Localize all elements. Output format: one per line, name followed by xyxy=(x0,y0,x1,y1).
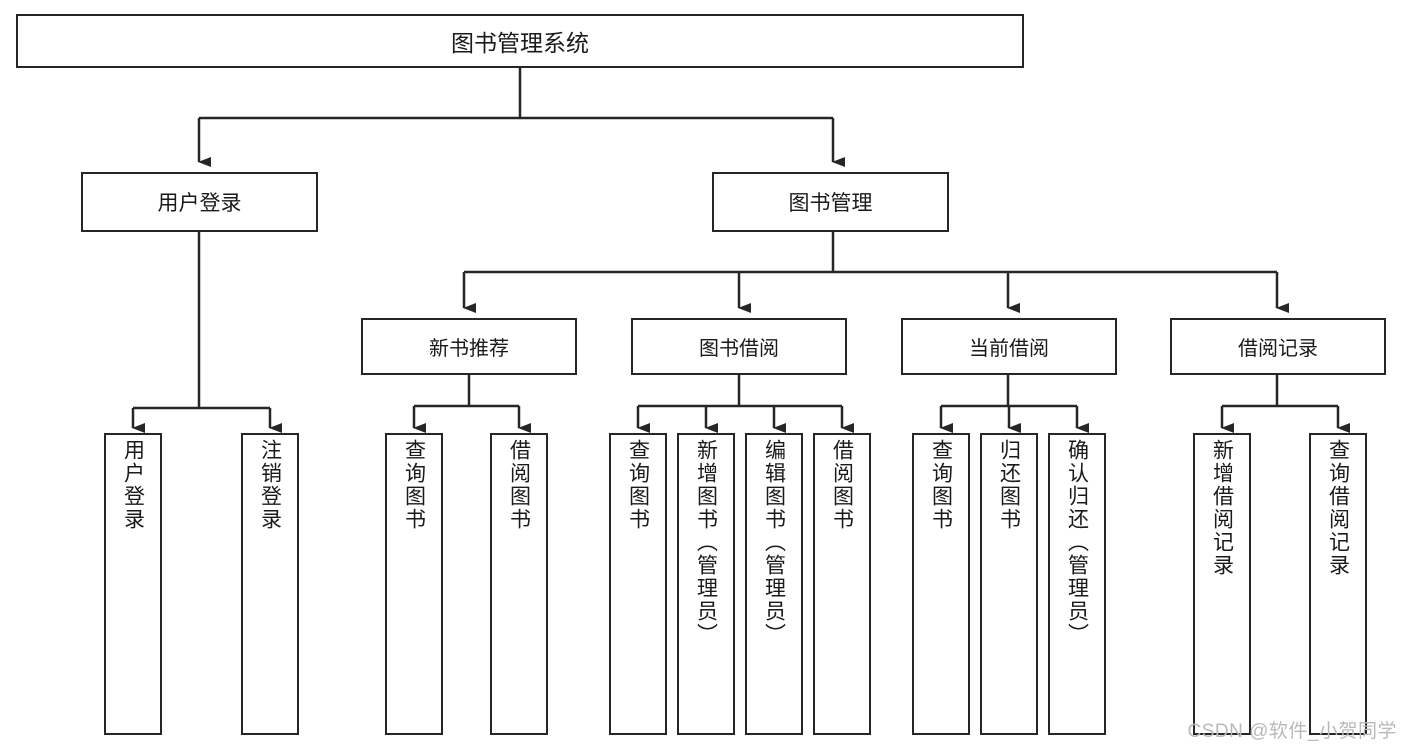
leaf-query-book-1[interactable]: 查询图书 xyxy=(385,433,443,735)
leaf-borrow-book-2[interactable]: 借阅图书 xyxy=(813,433,871,735)
node-root-label: 图书管理系统 xyxy=(451,30,589,56)
leaf-query-book-3[interactable]: 查询图书 xyxy=(912,433,970,735)
node-user-login[interactable]: 用户登录 xyxy=(81,172,318,232)
node-current-borrow-label: 当前借阅 xyxy=(969,338,1049,360)
leaf-logout-login-label: 注销登录 xyxy=(258,439,282,531)
node-book-management-label: 图书管理 xyxy=(788,192,873,215)
node-borrow-record-label: 借阅记录 xyxy=(1238,338,1318,360)
leaf-add-book-label: 新增图书（管理员） xyxy=(694,439,718,646)
leaf-edit-book[interactable]: 编辑图书（管理员） xyxy=(745,433,803,735)
node-borrow-record[interactable]: 借阅记录 xyxy=(1170,318,1386,375)
node-book-management[interactable]: 图书管理 xyxy=(712,172,949,232)
leaf-edit-book-label: 编辑图书（管理员） xyxy=(762,439,786,646)
leaf-confirm-return[interactable]: 确认归还（管理员） xyxy=(1048,433,1106,735)
node-book-borrow-label: 图书借阅 xyxy=(699,338,779,360)
leaf-return-book-label: 归还图书 xyxy=(997,439,1021,531)
leaf-query-book-2[interactable]: 查询图书 xyxy=(609,433,667,735)
leaf-borrow-book-1-label: 借阅图书 xyxy=(507,439,531,531)
node-new-book-recommend-label: 新书推荐 xyxy=(429,338,509,360)
node-user-login-label: 用户登录 xyxy=(157,192,242,215)
leaf-query-book-2-label: 查询图书 xyxy=(626,439,650,531)
leaf-confirm-return-label: 确认归还（管理员） xyxy=(1065,439,1089,646)
leaf-query-record-label: 查询借阅记录 xyxy=(1326,439,1350,577)
leaf-user-login[interactable]: 用户登录 xyxy=(104,433,162,735)
leaf-add-record[interactable]: 新增借阅记录 xyxy=(1193,433,1251,735)
leaf-query-record[interactable]: 查询借阅记录 xyxy=(1309,433,1367,735)
node-new-book-recommend[interactable]: 新书推荐 xyxy=(361,318,577,375)
leaf-add-record-label: 新增借阅记录 xyxy=(1210,439,1234,577)
leaf-return-book[interactable]: 归还图书 xyxy=(980,433,1038,735)
leaf-query-book-3-label: 查询图书 xyxy=(929,439,953,531)
leaf-logout-login[interactable]: 注销登录 xyxy=(241,433,299,735)
watermark: CSDN @软件_小贺同学 xyxy=(1187,721,1397,742)
leaf-query-book-1-label: 查询图书 xyxy=(402,439,426,531)
leaf-user-login-label: 用户登录 xyxy=(121,439,145,531)
node-current-borrow[interactable]: 当前借阅 xyxy=(901,318,1117,375)
leaf-add-book[interactable]: 新增图书（管理员） xyxy=(677,433,735,735)
node-book-borrow[interactable]: 图书借阅 xyxy=(631,318,847,375)
leaf-borrow-book-2-label: 借阅图书 xyxy=(830,439,854,531)
node-root[interactable]: 图书管理系统 xyxy=(16,14,1024,68)
leaf-borrow-book-1[interactable]: 借阅图书 xyxy=(490,433,548,735)
